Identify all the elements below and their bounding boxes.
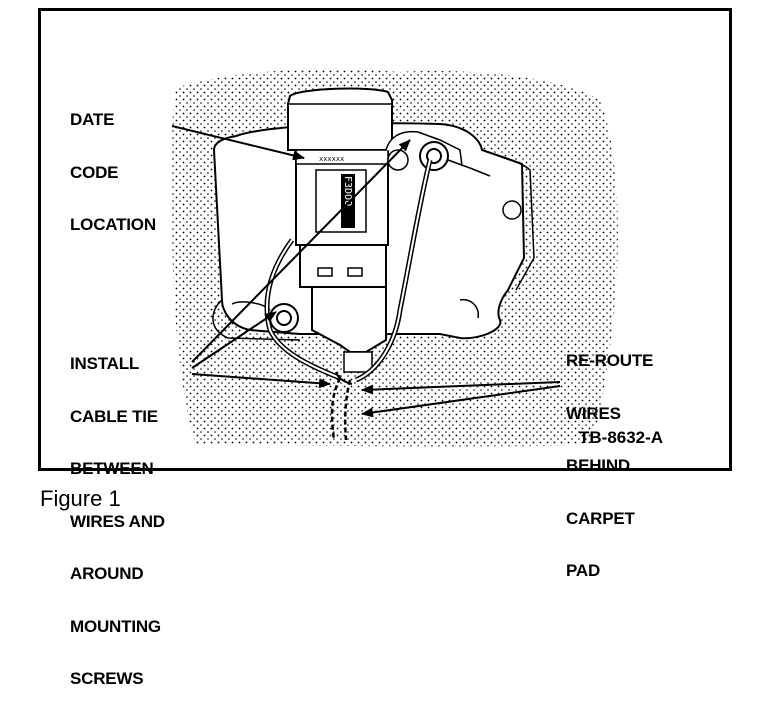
cable-tie-arrow-2 bbox=[191, 311, 277, 369]
date-code-mark: xxxxxx bbox=[319, 155, 344, 163]
date-code-label: DATE CODE LOCATION bbox=[70, 110, 156, 234]
reroute-arrow-2 bbox=[361, 385, 561, 418]
module-top bbox=[287, 87, 393, 151]
install-cable-tie-label: INSTALL CABLE TIE BETWEEN WIRES AND AROU… bbox=[70, 354, 165, 688]
figure-caption: Figure 1 bbox=[40, 486, 121, 511]
cable-tie-arrow-3 bbox=[191, 373, 331, 389]
diagram-illustration: xxxxxx F3DOO bbox=[171, 69, 618, 447]
connector-block bbox=[299, 244, 387, 288]
date-code-arrow bbox=[171, 125, 305, 161]
wire-drop bbox=[330, 377, 342, 441]
figure-id: TB-8632-A bbox=[579, 428, 664, 447]
reroute-arrow-1 bbox=[361, 381, 561, 395]
cable-tie-arrow-1 bbox=[191, 139, 411, 363]
part-mark: F3DOO bbox=[342, 176, 353, 206]
reroute-wires-label: RE-ROUTE WIRES BEHIND CARPET PAD bbox=[566, 351, 654, 580]
